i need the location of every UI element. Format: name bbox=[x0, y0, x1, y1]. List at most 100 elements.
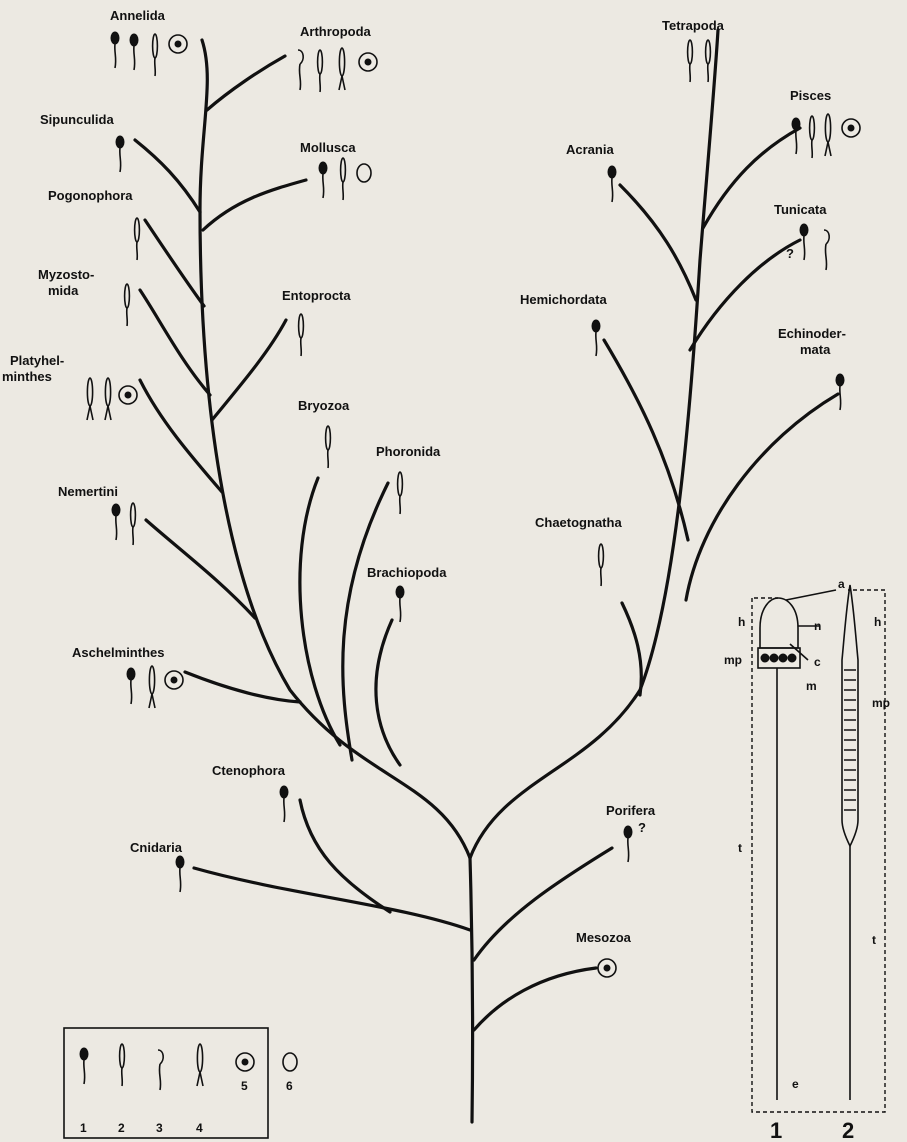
tunicata-uncertain-mark: ? bbox=[786, 246, 794, 261]
legend-number: 5 bbox=[241, 1079, 248, 1093]
label-tunicata: Tunicata bbox=[774, 202, 827, 217]
label-myzostomida-line1: Myzosto- bbox=[38, 267, 94, 282]
hemichordata-sperm-icon bbox=[592, 320, 600, 356]
pisces-sperm-icon bbox=[810, 116, 815, 158]
label-cnidaria: Cnidaria bbox=[130, 840, 183, 855]
brachiopoda-sperm-icon bbox=[396, 586, 404, 622]
legend-egg-type-5-icon bbox=[236, 1053, 254, 1071]
bryozoa-sperm-icon bbox=[326, 426, 331, 468]
mollusca-sperm-icon bbox=[341, 158, 346, 200]
tetrapoda-sperm-icon bbox=[706, 40, 711, 82]
branch-echinodermata bbox=[686, 394, 838, 600]
sperm2-body bbox=[842, 585, 858, 846]
aschelminthes-sperm-icon bbox=[127, 668, 135, 704]
nemertini-sperm-icon bbox=[112, 504, 120, 540]
label-porifera: Porifera bbox=[606, 803, 656, 818]
label-pogonophora: Pogonophora bbox=[48, 188, 133, 203]
branch-entoprocta bbox=[212, 320, 286, 420]
detail-label-h-left: h bbox=[738, 615, 745, 629]
label-phoronida: Phoronida bbox=[376, 444, 441, 459]
mollusca-egg-icon bbox=[357, 164, 371, 182]
label-entoprocta: Entoprocta bbox=[282, 288, 351, 303]
label-ctenophora: Ctenophora bbox=[212, 763, 286, 778]
porifera-sperm-icon bbox=[624, 826, 632, 862]
trunk bbox=[470, 858, 473, 1122]
label-arthropoda: Arthropoda bbox=[300, 24, 372, 39]
entoprocta-sperm-icon bbox=[299, 314, 304, 356]
detail-label-m: m bbox=[806, 679, 817, 693]
branch-pogonophora bbox=[145, 220, 204, 306]
cnidaria-sperm-icon bbox=[176, 856, 184, 892]
label-myzostomida-line2: mida bbox=[48, 283, 79, 298]
label-bryozoa: Bryozoa bbox=[298, 398, 350, 413]
label-echinodermata-line2: mata bbox=[800, 342, 831, 357]
annelida-sperm-icon bbox=[130, 34, 138, 70]
legend-number: 1 bbox=[80, 1121, 87, 1135]
tetrapoda-sperm-icon bbox=[688, 40, 693, 82]
pogonophora-sperm-icon bbox=[135, 218, 140, 260]
label-echinodermata-line1: Echinoder- bbox=[778, 326, 846, 341]
detail-label-t-right: t bbox=[872, 933, 876, 947]
legend-sperm-type-2-icon bbox=[120, 1044, 125, 1086]
aschelminthes-egg-icon bbox=[165, 671, 183, 689]
sipunculida-sperm-icon bbox=[116, 136, 124, 172]
branch-phoronida bbox=[343, 483, 388, 760]
label-chaetognatha: Chaetognatha bbox=[535, 515, 622, 530]
sperm-icons bbox=[87, 32, 860, 977]
annelida-sperm-icon bbox=[111, 32, 119, 68]
detail-sperm-number-2: 2 bbox=[842, 1118, 854, 1142]
label-pisces: Pisces bbox=[790, 88, 831, 103]
annelida-sperm-icon bbox=[153, 34, 158, 76]
arthropoda-sperm-icon bbox=[318, 50, 323, 92]
tunicata-sperm-icon bbox=[800, 224, 808, 260]
branch-mollusca bbox=[203, 180, 306, 230]
pisces-sperm-icon bbox=[792, 118, 800, 154]
legend-box: 1 2 3 4 5 6 bbox=[64, 1028, 297, 1138]
detail-label-e: e bbox=[792, 1077, 799, 1091]
detail-label-mp-left: mp bbox=[724, 653, 742, 667]
sperm1-head bbox=[760, 598, 798, 648]
pisces-sperm-icon bbox=[825, 114, 831, 156]
legend-number: 3 bbox=[156, 1121, 163, 1135]
pisces-egg-icon bbox=[842, 119, 860, 137]
aschelminthes-sperm-icon bbox=[149, 666, 155, 708]
platyhelminthes-egg-icon bbox=[119, 386, 137, 404]
acrania-sperm-icon bbox=[608, 166, 616, 202]
legend-egg-type-6-icon bbox=[283, 1053, 297, 1071]
label-aschelminthes: Aschelminthes bbox=[72, 645, 164, 660]
myzostomida-sperm-icon bbox=[125, 284, 130, 326]
branch-arthropoda bbox=[207, 56, 285, 110]
arthropoda-sperm-icon bbox=[298, 50, 303, 90]
branch-chaetognatha bbox=[622, 603, 641, 695]
branch-myzostomida bbox=[140, 290, 210, 395]
label-sipunculida: Sipunculida bbox=[40, 112, 114, 127]
detail-label-a: a bbox=[838, 577, 845, 591]
label-mollusca: Mollusca bbox=[300, 140, 356, 155]
annelida-egg-icon bbox=[169, 35, 187, 53]
branch-mesozoa bbox=[474, 968, 596, 1030]
branch-acrania bbox=[620, 185, 696, 300]
label-platyhelminthes-line1: Platyhel- bbox=[10, 353, 64, 368]
legend-number: 4 bbox=[196, 1121, 203, 1135]
legend-number: 2 bbox=[118, 1121, 125, 1135]
echinodermata-sperm-icon bbox=[836, 374, 844, 410]
branch-hemichordata bbox=[604, 340, 688, 540]
label-annelida: Annelida bbox=[110, 8, 166, 23]
arthropoda-sperm-icon bbox=[339, 48, 345, 90]
label-platyhelminthes-line2: minthes bbox=[2, 369, 52, 384]
porifera-uncertain-mark: ? bbox=[638, 820, 646, 835]
detail-label-t-left: t bbox=[738, 841, 742, 855]
nemertini-sperm-icon bbox=[131, 503, 136, 545]
chaetognatha-sperm-icon bbox=[599, 544, 604, 586]
ctenophora-sperm-icon bbox=[280, 786, 288, 822]
branch-cnidaria bbox=[194, 868, 470, 930]
legend-sperm-type-3-icon bbox=[158, 1050, 163, 1090]
legend-sperm-type-4-icon bbox=[197, 1044, 203, 1086]
detail-label-c: c bbox=[814, 655, 821, 669]
detail-label-mp-right: mp bbox=[872, 696, 890, 710]
label-mesozoa: Mesozoa bbox=[576, 930, 632, 945]
legend-number: 6 bbox=[286, 1079, 293, 1093]
mollusca-sperm-icon bbox=[319, 162, 327, 198]
mesozoa-egg-icon bbox=[598, 959, 616, 977]
